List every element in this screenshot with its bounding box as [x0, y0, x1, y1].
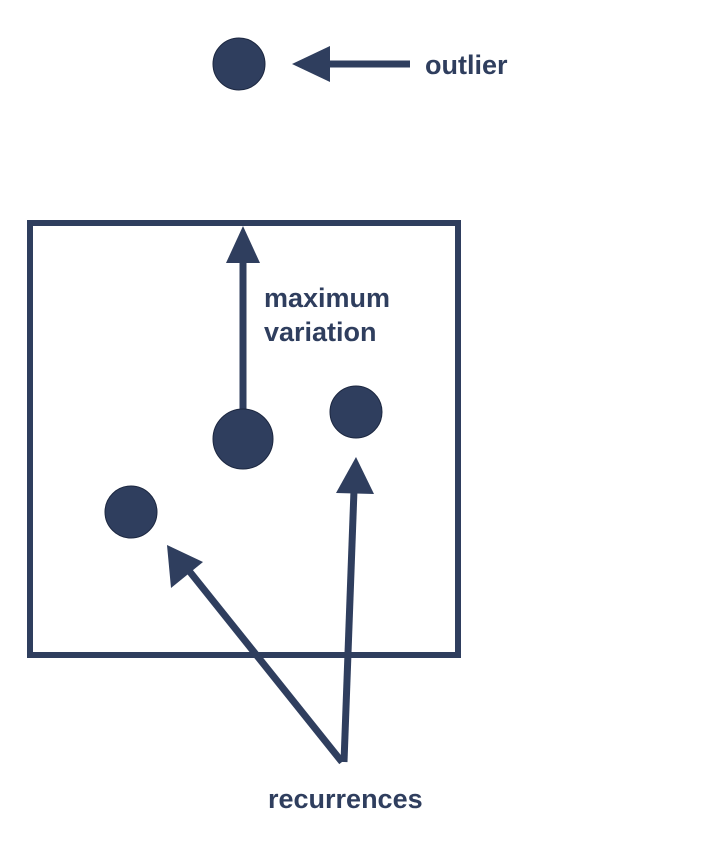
recurrence-arrow-left-head [167, 545, 203, 588]
outlier-label: outlier [425, 50, 508, 80]
left-point [104, 485, 158, 539]
max-variation-label: maximum variation [264, 283, 398, 347]
recurrence-arrow-right-shaft [340, 489, 358, 763]
recurrence-arrow-left-shaft [187, 569, 345, 765]
sample-boundary-box [27, 220, 461, 658]
outlier-point [212, 37, 266, 91]
recurrence-arrow-right-head [336, 457, 374, 494]
recurrences-label: recurrences [268, 784, 423, 814]
max-variation-label-line2: variation [264, 317, 377, 347]
center-point [212, 408, 274, 470]
outlier-arrow-head [292, 46, 330, 82]
max-variation-label-line1: maximum [264, 283, 390, 313]
right-point [329, 385, 383, 439]
max-variation-arrow-head [226, 226, 260, 263]
